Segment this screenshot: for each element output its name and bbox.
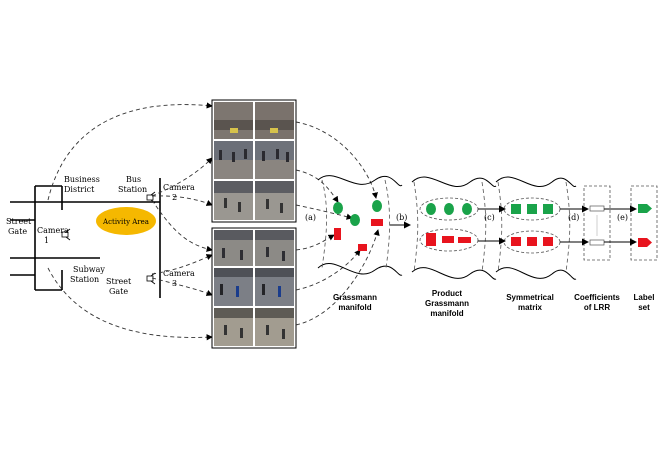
grassmann-caption-1: Grassmann [333, 293, 377, 302]
product-caption-2: Grassmann [425, 299, 469, 308]
step-a-label: (a) [305, 213, 316, 222]
product-grassmann-manifold [411, 176, 497, 280]
camera3-label-1: Camera [163, 269, 195, 278]
subway-station-label-1: Subway [73, 265, 105, 274]
camera2-label-2: 2 [172, 193, 177, 202]
red-point-1 [334, 228, 341, 240]
camera1-icon [61, 228, 71, 241]
product-caption-1: Product [432, 289, 463, 298]
camera1-label-1: Camera [37, 226, 69, 235]
step-d-label: (d) [568, 213, 579, 222]
street-gate-bottom-label-2: Gate [109, 287, 128, 296]
subway-station-label-2: Station [70, 275, 99, 284]
symmetric-caption-2: matrix [518, 303, 543, 312]
street-gate-left-label-2: Gate [8, 227, 27, 236]
step-e-label: (e) [617, 213, 628, 222]
bus-station-label-1: Bus [126, 175, 141, 184]
green-point-3 [372, 200, 382, 212]
video-frames-top [211, 99, 297, 223]
scene-map [10, 178, 161, 298]
activity-area: Activity Area [96, 207, 156, 235]
green-point-1 [333, 202, 343, 214]
product-caption-3: manifold [430, 309, 463, 318]
activity-area-label: Activity Area [102, 218, 149, 226]
labelset-caption-1: Label [634, 293, 655, 302]
step-c-label: (c) [484, 213, 495, 222]
bus-station-label-2: Station [118, 185, 147, 194]
grassmann-caption-2: manifold [338, 303, 371, 312]
red-point-3 [371, 219, 383, 226]
step-b-label: (b) [396, 213, 407, 222]
camera2-label-1: Camera [163, 183, 195, 192]
red-point-2 [358, 244, 367, 251]
label-set [630, 185, 658, 261]
coefficients-caption-2: of LRR [584, 303, 610, 312]
symmetrical-matrix [495, 176, 577, 280]
street-gate-left-label-1: Street [6, 217, 32, 226]
grassmann-manifold [317, 175, 403, 276]
business-district-label-1: Business [64, 175, 100, 184]
camera1-label-2: 1 [44, 236, 49, 245]
coefficients-caption-1: Coefficients [574, 293, 620, 302]
business-district-label-2: District [64, 185, 95, 194]
video-frames-bottom [211, 227, 297, 349]
street-gate-bottom-label-1: Street [106, 277, 132, 286]
symmetric-caption-1: Symmetrical [506, 293, 554, 302]
green-point-2 [350, 214, 360, 226]
activity-area-ellipse [96, 207, 156, 235]
coefficients-lrr [583, 185, 611, 261]
labelset-caption-2: set [638, 303, 650, 312]
